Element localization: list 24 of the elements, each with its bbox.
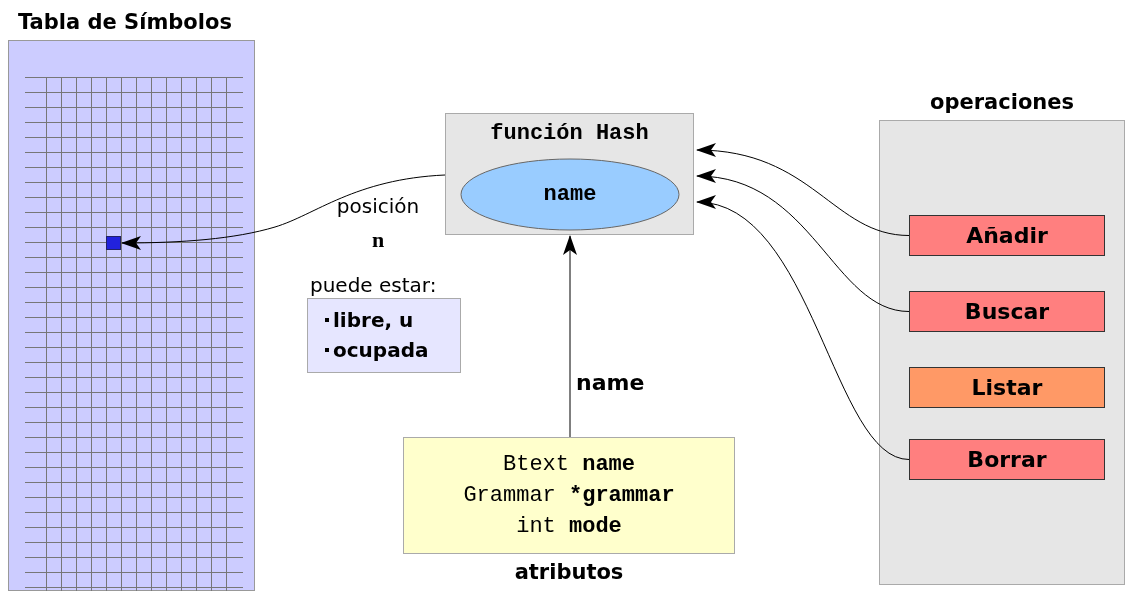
panel-heading: operaciones: [929, 89, 1075, 116]
operation-box: Añadir: [909, 215, 1105, 256]
panel-heading: Tabla de Símbolos: [18, 9, 232, 36]
arrow: [696, 144, 910, 236]
box-title: función Hash: [489, 120, 650, 148]
position-label: posición: [335, 193, 421, 220]
operation-box: Listar: [909, 367, 1105, 408]
list-item: libre, u: [325, 305, 460, 335]
list-item: ocupada: [325, 335, 460, 365]
box-caption: atributos: [513, 559, 625, 585]
operation-box: Borrar: [909, 439, 1105, 480]
arrow: [696, 198, 910, 460]
arrow: [121, 174, 446, 250]
arrow: [563, 235, 577, 438]
code-line: Grammar *grammar: [463, 482, 675, 510]
operation-box: Buscar: [909, 291, 1105, 332]
hash-function-box: [445, 113, 694, 235]
box-heading: puede estar:: [310, 272, 437, 298]
selected-cell: [106, 236, 121, 250]
ellipse-label: name: [543, 181, 597, 209]
arrow: [696, 170, 910, 312]
code-line: Btext name: [503, 451, 635, 479]
position-variable: n: [370, 226, 386, 254]
code-line: int mode: [516, 513, 622, 541]
